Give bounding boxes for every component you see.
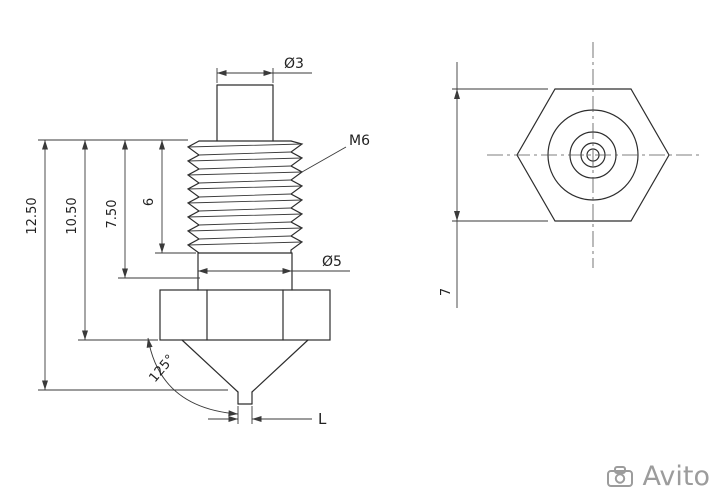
dim-label-750: 7.50 [105,200,120,229]
dim-hex-across-flats: 7 [439,62,548,308]
dim-label-1050: 10.50 [65,197,80,234]
shank-outline [216,84,274,142]
dim-tip-length: L [208,406,327,428]
dim-label-6: 6 [142,198,157,206]
thread-callout: M6 [301,133,370,173]
dim-label-7: 7 [439,288,454,296]
dim-label-1250: 12.50 [25,197,40,234]
dim-label-L: L [318,410,327,428]
dim-label-125: 125° [147,352,179,386]
dim-dia-neck: Ø5 [198,254,350,274]
thread-outline [186,140,304,254]
hex-flange-outline [159,289,331,341]
dim-to-hex-bottom: 10.50 [65,140,158,341]
dim-label-dia5: Ø5 [322,254,342,270]
camera-icon [606,465,633,487]
dim-thread-length: 6 [142,140,196,254]
watermark: Avito [606,461,710,492]
dim-dia-top: Ø3 [216,56,312,83]
cone-tip-outline [181,339,309,405]
watermark-label: Avito [642,461,710,492]
side-view [159,84,331,405]
dim-label-dia3: Ø3 [284,56,304,72]
top-view [487,42,700,268]
dim-thread-runout: 7.50 [105,140,200,279]
dimension-stack: 12.50 10.50 7.50 6 [25,139,228,391]
label-m6: M6 [349,133,370,149]
neck-outline [197,252,293,291]
